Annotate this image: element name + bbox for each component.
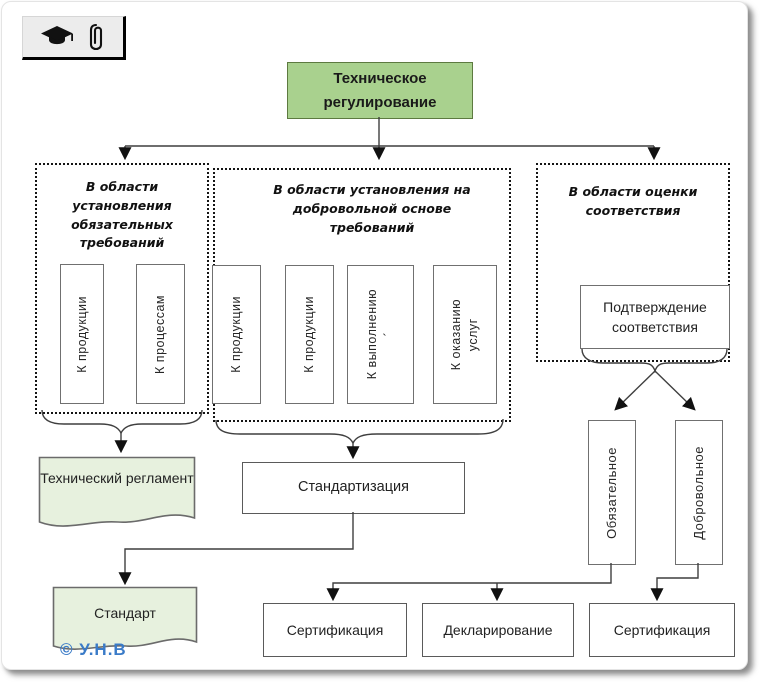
item-to-execution: К выполнению ´ bbox=[347, 265, 414, 404]
doc-technical-reglament: Технический регламент bbox=[38, 456, 196, 536]
node-mandatory-type: Обязательное bbox=[588, 420, 636, 565]
node-declaration: Декларирование bbox=[422, 603, 574, 657]
graduation-cap-icon[interactable] bbox=[40, 25, 74, 50]
node-certification-left: Сертификация bbox=[263, 603, 407, 657]
toolbar bbox=[22, 16, 126, 60]
node-technical-regulation: Техническое регулирование bbox=[287, 62, 473, 119]
item-to-products-3: К продукции bbox=[285, 265, 334, 404]
node-conformity-confirmation: Подтверждение соответствия bbox=[580, 285, 730, 349]
item-to-services: К оказанию услуг bbox=[433, 265, 497, 404]
area-conformity-title: В области оценки соответствия bbox=[568, 184, 698, 218]
area-voluntary-title: В области установления на добровольной о… bbox=[273, 182, 471, 235]
paperclip-icon[interactable] bbox=[86, 22, 106, 53]
node-technical-regulation-label: Техническое регулирование bbox=[323, 70, 437, 111]
item-to-products-2: К продукции bbox=[212, 265, 261, 404]
node-certification-right: Сертификация bbox=[589, 603, 735, 657]
area-mandatory-title: В области установления обязательных треб… bbox=[71, 179, 173, 251]
node-standardization: Стандартизация bbox=[242, 462, 465, 514]
item-to-products-1: К продукции bbox=[60, 264, 104, 404]
node-voluntary-type: Добровольное bbox=[675, 420, 723, 565]
copyright-text: © У.Н.В bbox=[60, 640, 127, 659]
item-to-processes: К процессам bbox=[136, 264, 185, 404]
